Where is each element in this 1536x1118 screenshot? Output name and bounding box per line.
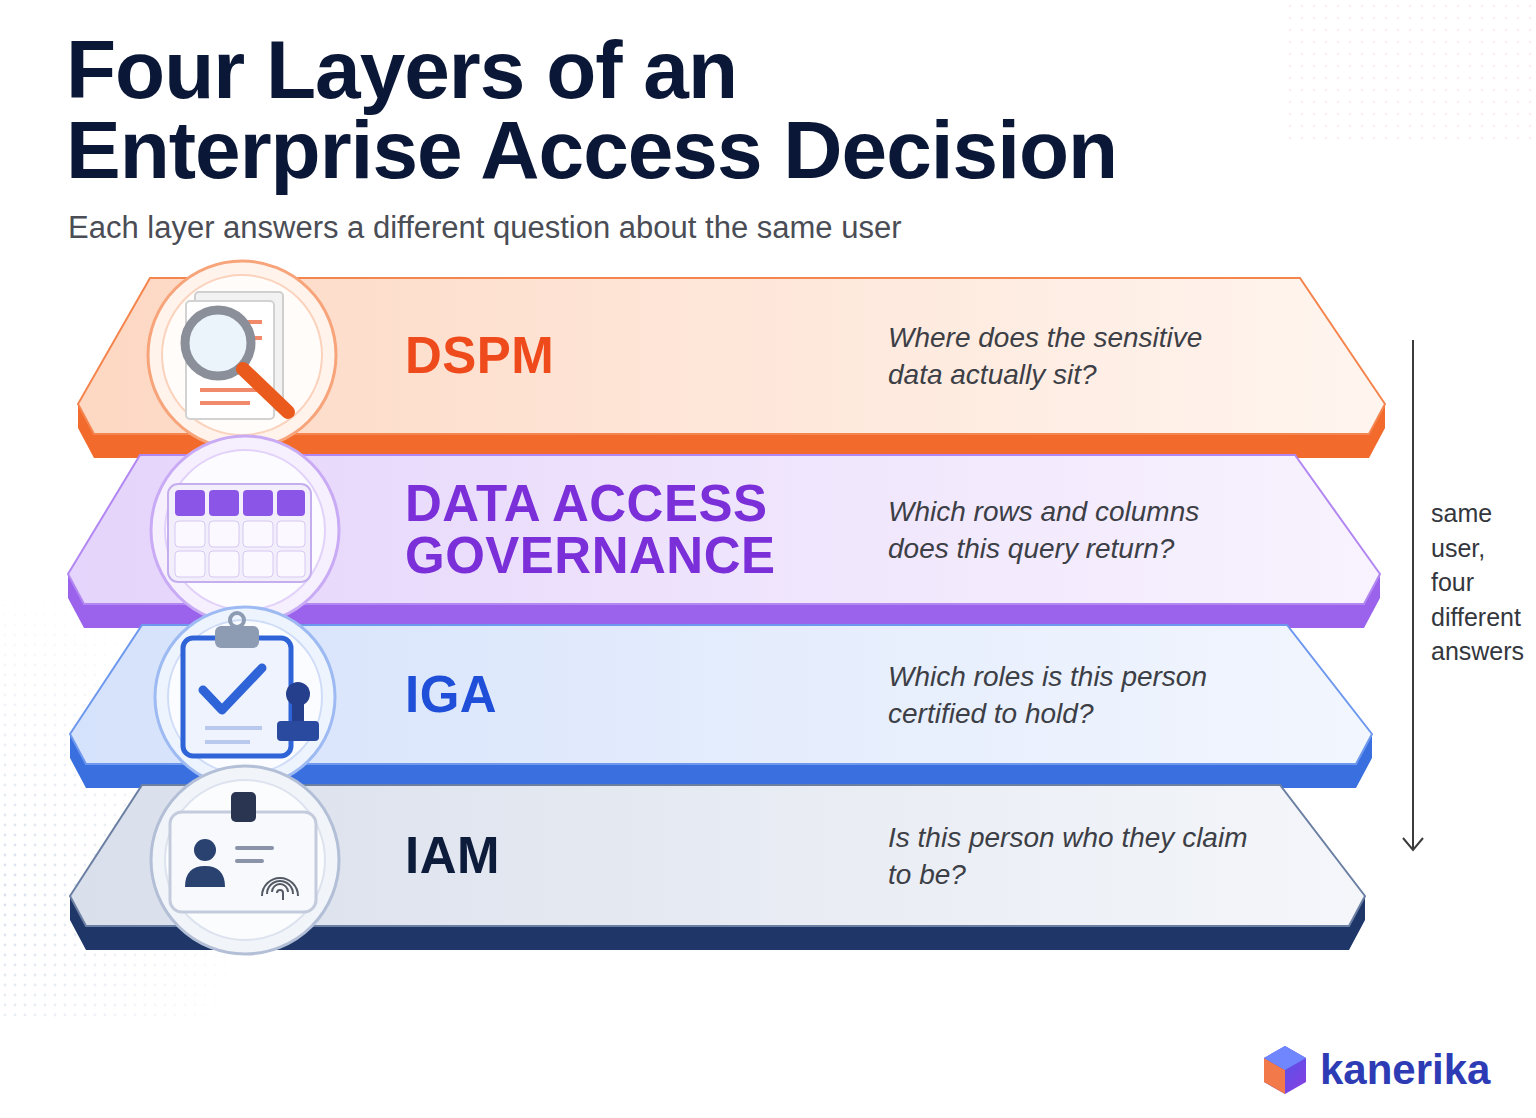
- table-cell: [243, 551, 273, 577]
- side-note: same user, four different answers: [1431, 496, 1533, 669]
- table-cell: [277, 490, 305, 516]
- table-cell: [175, 551, 205, 577]
- icon-ring: [148, 261, 336, 449]
- icon-ring: [151, 436, 339, 624]
- document-line: [200, 401, 250, 405]
- stamp-icon: [292, 702, 304, 724]
- document-icon: [186, 301, 274, 419]
- layer-question: Which roles is this person certified to …: [888, 658, 1258, 732]
- layer-name: DATA ACCESS GOVERNANCE: [405, 478, 825, 582]
- stamp-icon: [277, 721, 319, 741]
- table-cell: [209, 521, 239, 547]
- subtitle: Each layer answers a different question …: [68, 209, 1168, 247]
- table-cell: [277, 521, 305, 547]
- icon-disc: [165, 450, 325, 610]
- table-cell: [175, 490, 205, 516]
- id-card-clip: [231, 792, 256, 822]
- clipboard-clip: [215, 626, 259, 648]
- clipboard-icon: [183, 638, 291, 756]
- document-line: [238, 320, 262, 324]
- band-shape: [70, 625, 1372, 788]
- clipboard-clip: [230, 613, 244, 627]
- person-icon: [194, 839, 216, 861]
- id-card-icon: [170, 812, 316, 912]
- stamp-icon: [286, 682, 310, 706]
- layer-question: Where does the sensitive data actually s…: [888, 319, 1258, 393]
- fingerprint-icon: [272, 884, 288, 892]
- icon-ring: [151, 766, 339, 954]
- title: Four Layers of an Enterprise Access Deci…: [66, 30, 1196, 190]
- layer-band: IGA Which roles is this person certified …: [70, 625, 1372, 788]
- table-cell: [277, 551, 305, 577]
- layer-question: Which rows and columns does this query r…: [888, 493, 1258, 567]
- table-cell: [243, 521, 273, 547]
- table-cell: [209, 551, 239, 577]
- brand-name: kanerika: [1320, 1046, 1520, 1094]
- table-icon: [168, 484, 311, 582]
- band-shape: [70, 785, 1365, 950]
- clipboard-line: [205, 726, 262, 730]
- icon-disc: [168, 620, 322, 774]
- band-face: [78, 278, 1385, 434]
- table-cell: [243, 490, 273, 516]
- clipboard-line: [205, 740, 250, 744]
- band-shape: [78, 278, 1385, 458]
- magnifier-handle: [243, 369, 288, 412]
- id-card-line: [237, 859, 262, 863]
- fingerprint-icon: [262, 878, 298, 896]
- person-icon: [185, 866, 225, 887]
- table-cell: [209, 490, 239, 516]
- band-face: [70, 785, 1365, 926]
- band-face: [70, 625, 1372, 764]
- logo-mark: [1264, 1046, 1306, 1094]
- dot-pattern: [1280, 0, 1536, 140]
- icon-disc: [162, 275, 322, 435]
- table-cell: [175, 521, 205, 547]
- fingerprint-icon: [267, 881, 293, 894]
- fingerprint-icon: [277, 890, 283, 900]
- layer-question: Is this person who they claim to be?: [888, 819, 1258, 893]
- icon-disc: [165, 780, 325, 940]
- document-line: [246, 336, 262, 340]
- logo-mark: [1264, 1046, 1306, 1070]
- id-card-line: [237, 846, 272, 850]
- layer-name: IGA: [405, 669, 825, 721]
- logo-mark: [1264, 1058, 1285, 1094]
- flow-arrow: [1412, 340, 1414, 850]
- flow-arrowhead: [1403, 838, 1423, 850]
- band-face: [68, 455, 1380, 604]
- layer-band: DATA ACCESS GOVERNANCE Which rows and col…: [68, 455, 1380, 628]
- magnifier-icon: [185, 310, 251, 376]
- check-mark: [203, 668, 262, 710]
- layer-band: IAM Is this person who they claim to be?: [70, 785, 1365, 950]
- document-icon: [195, 292, 283, 410]
- layer-name: DSPM: [405, 330, 825, 382]
- icon-ring: [155, 607, 335, 787]
- layer-band: DSPM Where does the sensitive data actual…: [78, 278, 1385, 458]
- document-line: [200, 388, 262, 392]
- layer-name: IAM: [405, 830, 825, 882]
